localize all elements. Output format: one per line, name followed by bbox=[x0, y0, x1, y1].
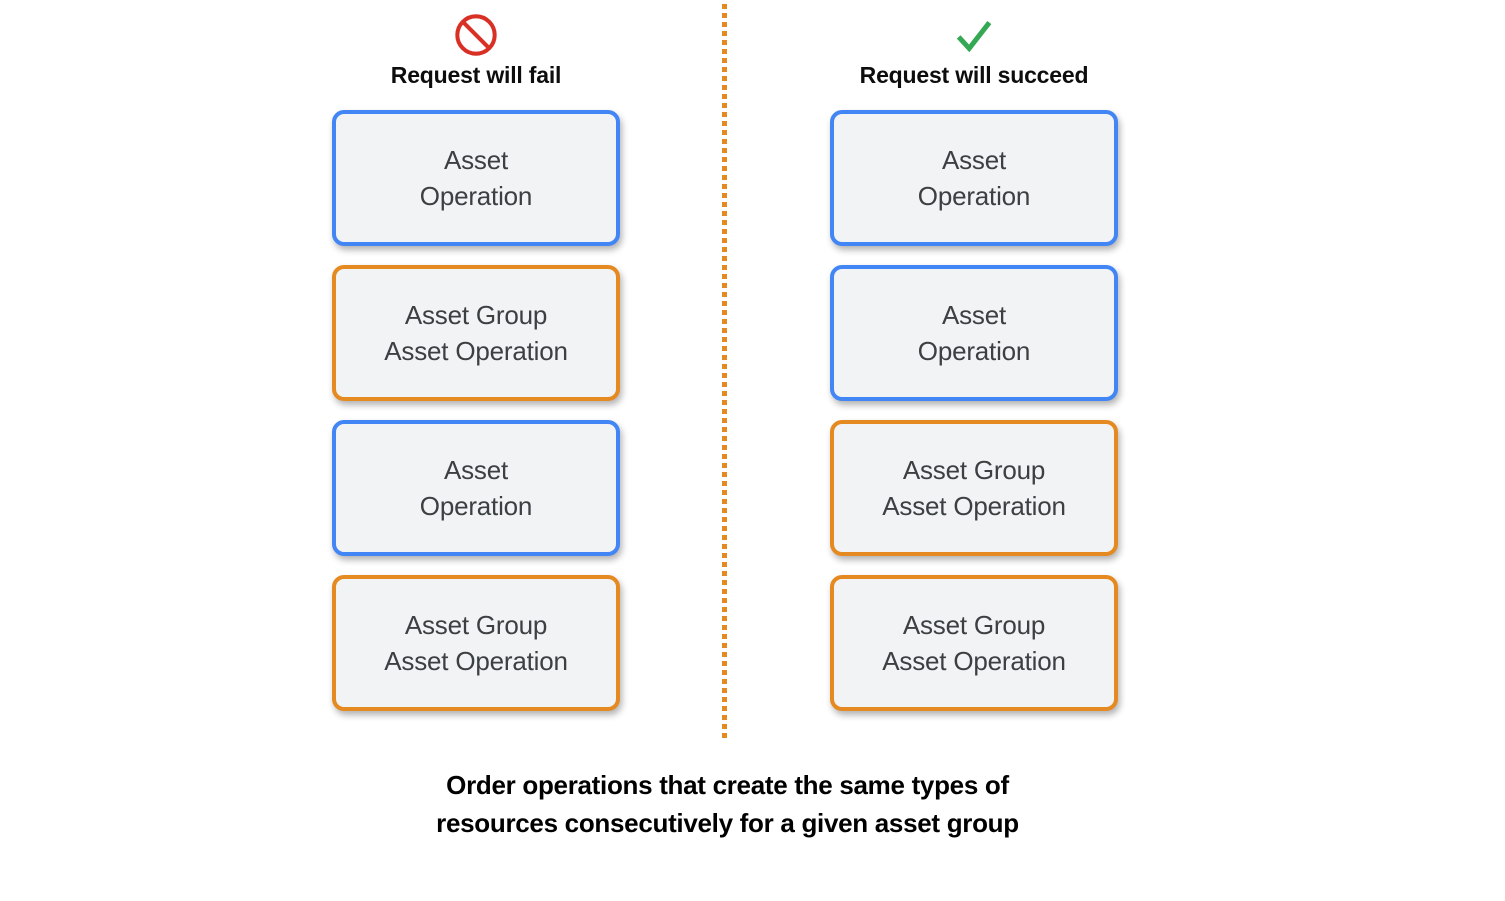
operation-box[interactable]: Asset Group Asset Operation bbox=[830, 575, 1118, 711]
operation-box-label: Asset Operation bbox=[917, 300, 1031, 366]
operation-box-label: Asset Operation bbox=[419, 455, 533, 521]
operation-box[interactable]: Asset Operation bbox=[830, 110, 1118, 246]
checkmark-icon bbox=[956, 21, 992, 53]
box-stack-succeed: Asset Operation Asset Operation Asset Gr… bbox=[830, 110, 1118, 730]
column-header-label-fail: Request will fail bbox=[390, 62, 562, 88]
column-header-succeed: Request will succeed bbox=[809, 12, 1139, 88]
column-divider bbox=[722, 4, 727, 738]
operation-box-label: Asset Operation bbox=[419, 145, 533, 211]
operation-box[interactable]: Asset Group Asset Operation bbox=[332, 265, 620, 401]
operation-box-label: Asset Operation bbox=[917, 145, 1031, 211]
column-header-fail: Request will fail bbox=[311, 12, 641, 88]
operation-box[interactable]: Asset Group Asset Operation bbox=[830, 420, 1118, 556]
operation-box-label: Asset Group Asset Operation bbox=[882, 455, 1066, 521]
operation-box[interactable]: Asset Group Asset Operation bbox=[332, 575, 620, 711]
box-stack-fail: Asset Operation Asset Group Asset Operat… bbox=[332, 110, 620, 730]
operation-box-label: Asset Group Asset Operation bbox=[384, 300, 568, 366]
diagram-caption: Order operations that create the same ty… bbox=[436, 770, 1019, 838]
operation-box-label: Asset Group Asset Operation bbox=[882, 610, 1066, 676]
operation-box[interactable]: Asset Operation bbox=[332, 420, 620, 556]
operation-box-label: Asset Group Asset Operation bbox=[384, 610, 568, 676]
operation-box[interactable]: Asset Operation bbox=[830, 265, 1118, 401]
operation-box[interactable]: Asset Operation bbox=[332, 110, 620, 246]
column-header-label-succeed: Request will succeed bbox=[859, 62, 1089, 88]
prohibition-icon bbox=[455, 14, 497, 56]
